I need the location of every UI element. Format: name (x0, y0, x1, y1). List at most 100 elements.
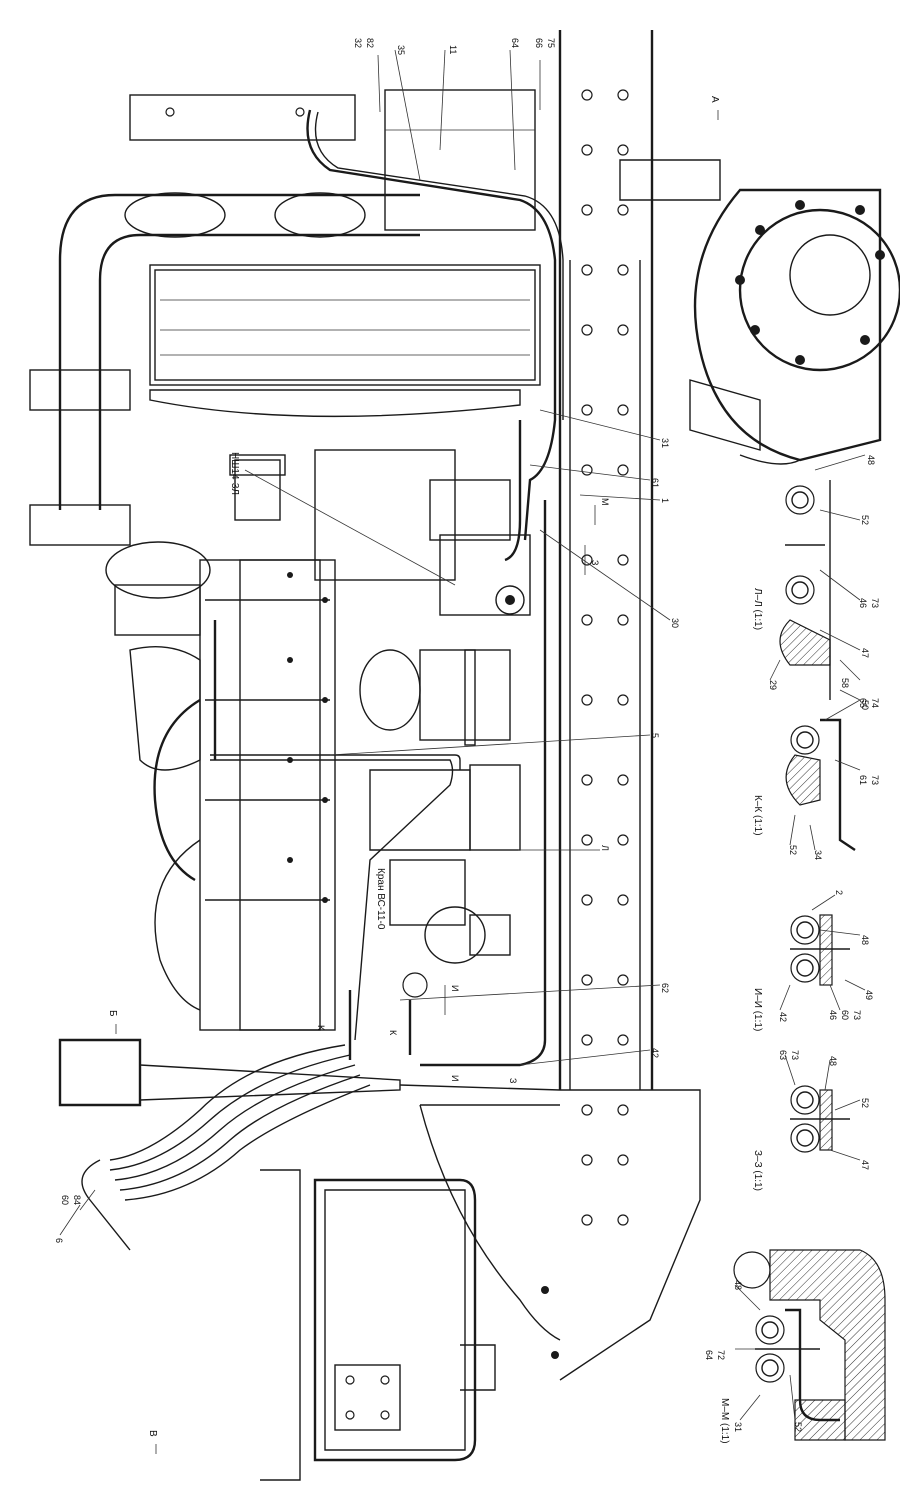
rail-rivet-hole (581, 204, 593, 216)
main-callouts: 11 35 64 66 75 32 82 31 61 1 30 5 62 42 … (54, 38, 680, 1243)
ll-callout-46: 46 (858, 598, 868, 608)
section-ii: И–И (1:1) 2 42 46 60 73 49 48 (752, 890, 874, 1031)
section-zz: З–З (1:1) 63 73 48 52 47 (752, 1050, 870, 1191)
callout-32: 32 (353, 38, 363, 48)
rail-rivet-hole (617, 89, 629, 101)
mm-callout-31: 31 (733, 1422, 743, 1432)
ii-callout-48: 48 (860, 935, 870, 945)
zz-callout-73: 73 (790, 1050, 800, 1060)
frame-rail (399, 30, 701, 1381)
callout-11: 11 (448, 45, 458, 54)
kk-callout-52: 52 (788, 845, 798, 855)
callout-5: 5 (650, 733, 660, 738)
callout-60: 60 (60, 1195, 70, 1205)
view-markers: A Б В (107, 96, 720, 1454)
oil-filter-lower (369, 764, 521, 851)
leader-lines (59, 49, 671, 1236)
top-bracket (129, 89, 536, 231)
rail-rivet-hole (617, 264, 629, 276)
flywheel-housing (419, 1104, 561, 1359)
cab-bracket (58, 1038, 401, 1107)
zz-callout-52: 52 (860, 1098, 870, 1108)
ii-callout-42: 42 (778, 1012, 788, 1022)
kk-callout-73: 73 (870, 775, 880, 785)
rail-rivet-hole (617, 774, 629, 786)
section-ll: Л–Л (1:1) 48 52 46 73 47 29 58 65 74 (752, 454, 880, 708)
rail-rivet-hole (617, 614, 629, 626)
rail-rivet-hole (617, 324, 629, 336)
air-filter (105, 541, 211, 771)
brake-valve (389, 859, 511, 998)
callout-84: 84 (72, 1195, 82, 1205)
ll-callout-52: 52 (860, 515, 870, 525)
ll-callout-58: 58 (840, 678, 850, 688)
ll-callout-29: 29 (768, 680, 778, 690)
cut-k-bottom: К (388, 1030, 398, 1036)
cut-z-bottom: З (508, 1078, 518, 1083)
rail-rivet-hole (581, 89, 593, 101)
rail-rivet-hole (617, 1154, 629, 1166)
ii-callout-73: 73 (852, 1010, 862, 1020)
oil-filter-upper (359, 649, 511, 746)
callout-66: 66 (534, 38, 544, 48)
section-ll-title: Л–Л (1:1) (752, 588, 763, 630)
rail-rivet-hole (581, 144, 593, 156)
cut-l: Л (600, 845, 610, 851)
rail-rivet-hole (617, 694, 629, 706)
rail-rivet-hole (581, 264, 593, 276)
rail-rivet-hole (581, 834, 593, 846)
rail-rivet-hole (617, 834, 629, 846)
callout-62: 62 (660, 983, 670, 993)
section-mm-title: М–М (1:1) (719, 1398, 730, 1444)
kk-callout-50: 50 (860, 700, 870, 710)
callout-75: 75 (546, 38, 556, 48)
hydraulic-pump (439, 534, 531, 616)
hydraulic-tank (260, 1169, 496, 1481)
rail-rivet-hole (581, 894, 593, 906)
ii-callout-60: 60 (840, 1010, 850, 1020)
rail-rivet-hole (617, 1214, 629, 1226)
cut-z-top: З (590, 560, 600, 565)
ll-callout-74: 74 (870, 698, 880, 708)
rail-rivet-hole (581, 1104, 593, 1116)
rail-rivet-hole (581, 1214, 593, 1226)
kk-callout-61: 61 (858, 775, 868, 785)
rail-rivet-hole (617, 404, 629, 416)
callout-6: 6 (54, 1238, 64, 1243)
radiator (149, 264, 541, 418)
pump-label: НШ14-3Л (229, 452, 240, 495)
ii-callout-2: 2 (834, 890, 844, 895)
cut-i-bottom: И (450, 1075, 460, 1081)
rail-rivet-hole (581, 464, 593, 476)
callout-42: 42 (650, 1048, 660, 1058)
zz-callout-48: 48 (828, 1056, 838, 1066)
rail-rivet-hole (581, 974, 593, 986)
ll-callout-47: 47 (860, 648, 870, 658)
engine-block (199, 449, 511, 1031)
section-zz-title: З–З (1:1) (752, 1150, 763, 1191)
section-kk: К–К (1:1) 50 61 73 34 52 (752, 699, 880, 860)
wheel-hub (619, 159, 900, 465)
callout-64: 64 (510, 38, 520, 48)
mm-callout-72: 72 (716, 1350, 726, 1360)
kk-callout-34: 34 (813, 850, 823, 860)
rail-rivet-hole (617, 464, 629, 476)
intake-pipe (29, 192, 420, 546)
view-marker-v: В (147, 1430, 158, 1437)
rail-rivet-hole (617, 144, 629, 156)
mm-callout-52: 52 (793, 1422, 803, 1432)
rail-rivet-hole (617, 1104, 629, 1116)
callout-30: 30 (670, 618, 680, 628)
exhaust-manifold (153, 698, 201, 1011)
rail-rivet-hole (617, 974, 629, 986)
rail-rivet-hole (581, 1034, 593, 1046)
rail-rivet-hole (617, 894, 629, 906)
callout-82: 82 (365, 38, 375, 48)
rail-rivet-hole (581, 554, 593, 566)
cut-markers: М З Л И К З И К (316, 498, 610, 1083)
cut-k-top: К (316, 1025, 326, 1031)
mm-callout-64: 64 (704, 1350, 714, 1360)
rail-rivet-hole (581, 1154, 593, 1166)
cut-m: М (600, 498, 610, 506)
